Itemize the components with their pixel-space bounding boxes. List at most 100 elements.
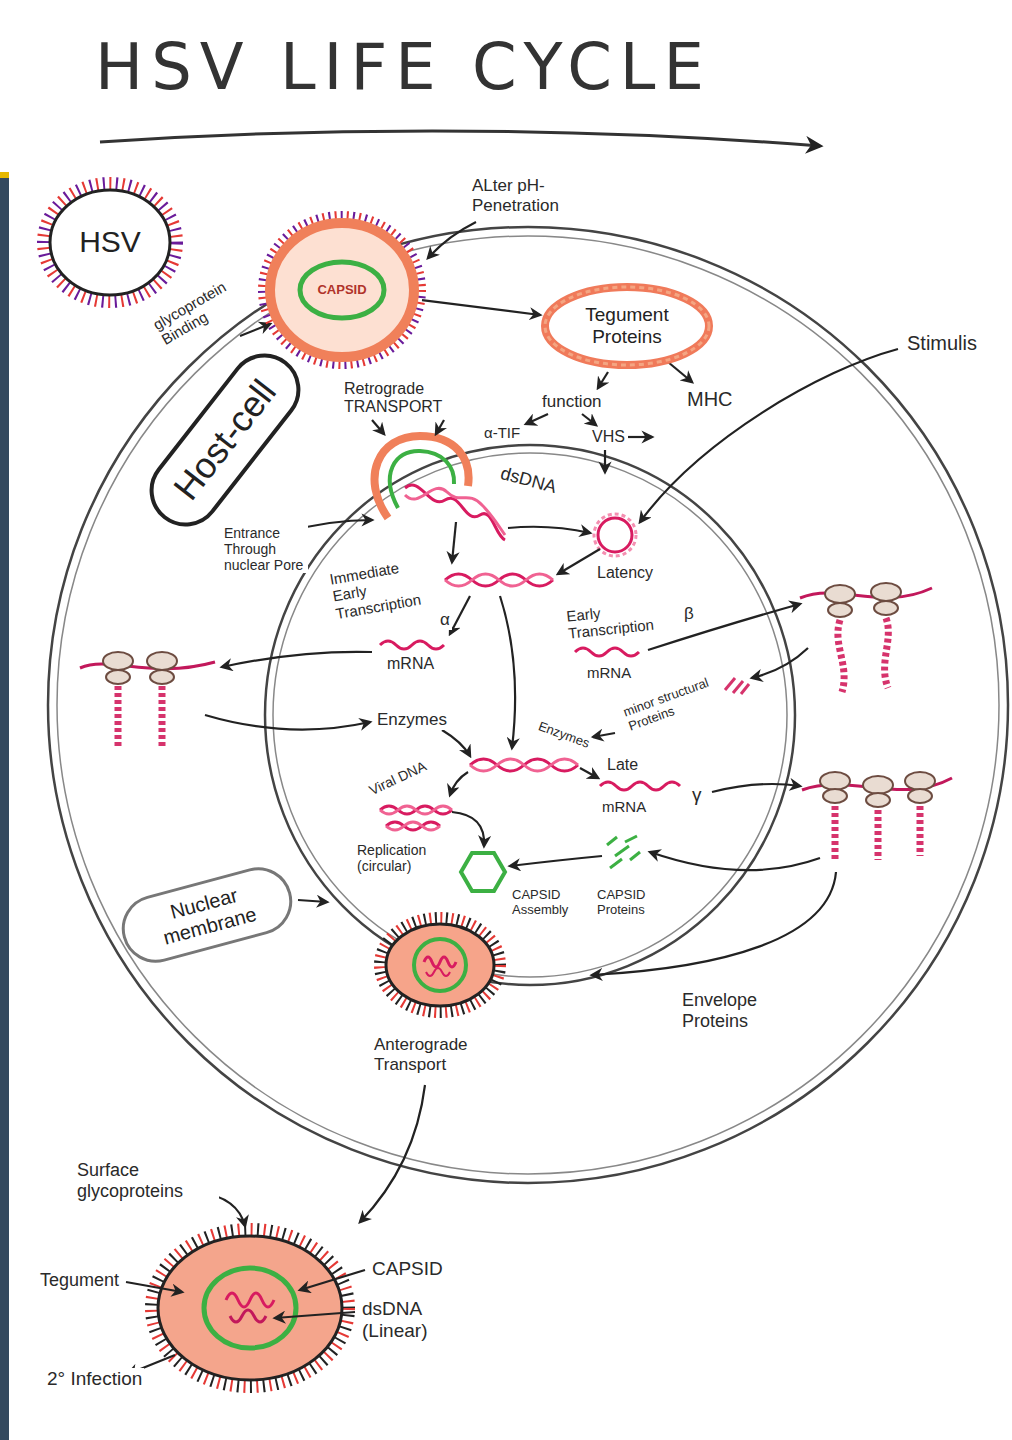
annotation-label: mRNA: [585, 664, 633, 681]
title-arrow: [100, 131, 820, 146]
nuclear-envelope: [265, 445, 795, 985]
ribosome-cluster: [908, 789, 932, 803]
capsid-protein-marks: [607, 837, 617, 845]
process-arrows: [582, 414, 596, 425]
budding-virion: [424, 957, 456, 967]
annotation-label: Latency: [595, 564, 655, 582]
ribosome-cluster: [828, 603, 852, 617]
capsid-protein-marks: [625, 836, 637, 842]
process-arrows: [372, 420, 384, 434]
node-text: HSV: [79, 225, 141, 260]
dna-helix: [470, 759, 578, 771]
process-arrows: [558, 549, 600, 574]
annotation-label: γ: [690, 784, 704, 806]
title-arrow: [100, 131, 820, 146]
annotation-label: minor structural Proteins: [620, 675, 719, 735]
dna-helix: [470, 759, 578, 771]
glycoprotein-spikes: [264, 217, 420, 363]
host-cell-tag: Host-cell: [135, 339, 315, 541]
capsid-at-pore: [375, 436, 505, 540]
annotation-label: CAPSID Proteins: [595, 888, 669, 918]
ribosome-cluster: [800, 588, 932, 598]
annotation-label: Stimulis: [905, 332, 979, 355]
process-arrows: [240, 324, 270, 336]
process-arrows: [298, 900, 327, 902]
mrna-strand: [380, 641, 444, 649]
ribosome-cluster: [147, 652, 177, 670]
process-arrows: [668, 362, 692, 382]
annotation-label: mRNA: [385, 655, 436, 673]
annotation-label: Anterograde Transport: [372, 1035, 506, 1074]
process-arrows: [442, 730, 470, 756]
budding-virion: [386, 924, 494, 1006]
mature-virion: [230, 1310, 266, 1322]
cell-membrane: [57, 236, 999, 1174]
glycoprotein-spikes: [264, 217, 420, 363]
process-arrows: [126, 1282, 182, 1292]
tegument-texture: [545, 287, 709, 365]
virus-envelope: [50, 190, 170, 295]
ribosome-cluster: [800, 583, 932, 692]
process-arrows: [275, 1312, 355, 1318]
ribosome-cluster: [106, 670, 130, 684]
node-text: Host-cell: [166, 372, 285, 508]
annotation-label: VHS: [590, 428, 627, 446]
ribosome-cluster: [103, 652, 133, 670]
capsid-protein-marks: [630, 852, 640, 860]
page-edge-strip: [0, 172, 9, 178]
process-arrows: [428, 222, 476, 258]
process-arrows: [450, 596, 470, 634]
process-arrows: [604, 450, 606, 472]
ribosome-cluster: [159, 686, 166, 748]
process-arrows: [712, 784, 800, 792]
nuclear-envelope: [273, 453, 787, 977]
nuclear-membrane-tag: Nuclear membrane: [114, 860, 300, 971]
process-arrows: [526, 414, 548, 424]
mrna-strand: [600, 782, 680, 790]
capsid-hexagon: [461, 853, 505, 891]
annotation-label: CAPSID: [370, 1258, 445, 1280]
budding-virion: [380, 918, 500, 1012]
process-arrows: [360, 1085, 425, 1222]
mature-virion: [226, 1293, 274, 1307]
process-arrows: [450, 772, 468, 795]
annotation-label: Viral DNA: [365, 757, 431, 799]
process-arrows: [452, 522, 456, 562]
virus-particle: HSV: [40, 180, 180, 305]
annotation-label: 2° Infection: [45, 1368, 144, 1390]
mature-virion: [158, 1236, 342, 1380]
dna-helix: [380, 806, 452, 814]
annotation-label: Tegument: [38, 1270, 121, 1291]
annotation-label: Replication (circular): [355, 842, 454, 874]
annotation-label: dsDNA (Linear): [360, 1298, 459, 1342]
process-arrows: [593, 733, 615, 737]
ribosome-cluster: [80, 652, 215, 748]
mature-virion: [204, 1268, 296, 1348]
annotation-label: Enzymes: [534, 719, 593, 753]
dna-helix: [380, 574, 578, 830]
ribosome-cluster: [832, 806, 839, 860]
ribosome-cluster: [885, 618, 889, 688]
ribosome-cluster: [825, 585, 855, 603]
annotation-label: Envelope Proteins: [680, 990, 794, 1031]
entering-virion: CAPSID: [262, 215, 422, 365]
process-arrows: [300, 1270, 365, 1290]
annotation-label: Immediate Early Transcription: [326, 553, 437, 622]
annotation-label: Retrograde TRANSPORT: [342, 380, 466, 417]
ribosome-cluster: [905, 772, 935, 790]
nuclear-envelope: [265, 445, 795, 985]
budding-virion: [414, 939, 466, 991]
connector-arrow: [422, 300, 540, 315]
ribosome-cluster: [802, 772, 952, 860]
page-edge-strip: [0, 172, 9, 1440]
annotation-label: α: [438, 610, 452, 630]
annotation-label: glycoprotein Binding: [148, 267, 255, 349]
annotation-label: Surface glycoproteins: [75, 1160, 219, 1201]
annotation-label: dsDNA: [496, 462, 560, 498]
cell-membrane: [48, 227, 1008, 1183]
tegument-layer: [270, 223, 414, 357]
capsid-protein-marks: [610, 859, 622, 868]
structural-protein-marks: [725, 678, 735, 690]
diagram-title: HSV LIFE CYCLE: [95, 32, 712, 102]
